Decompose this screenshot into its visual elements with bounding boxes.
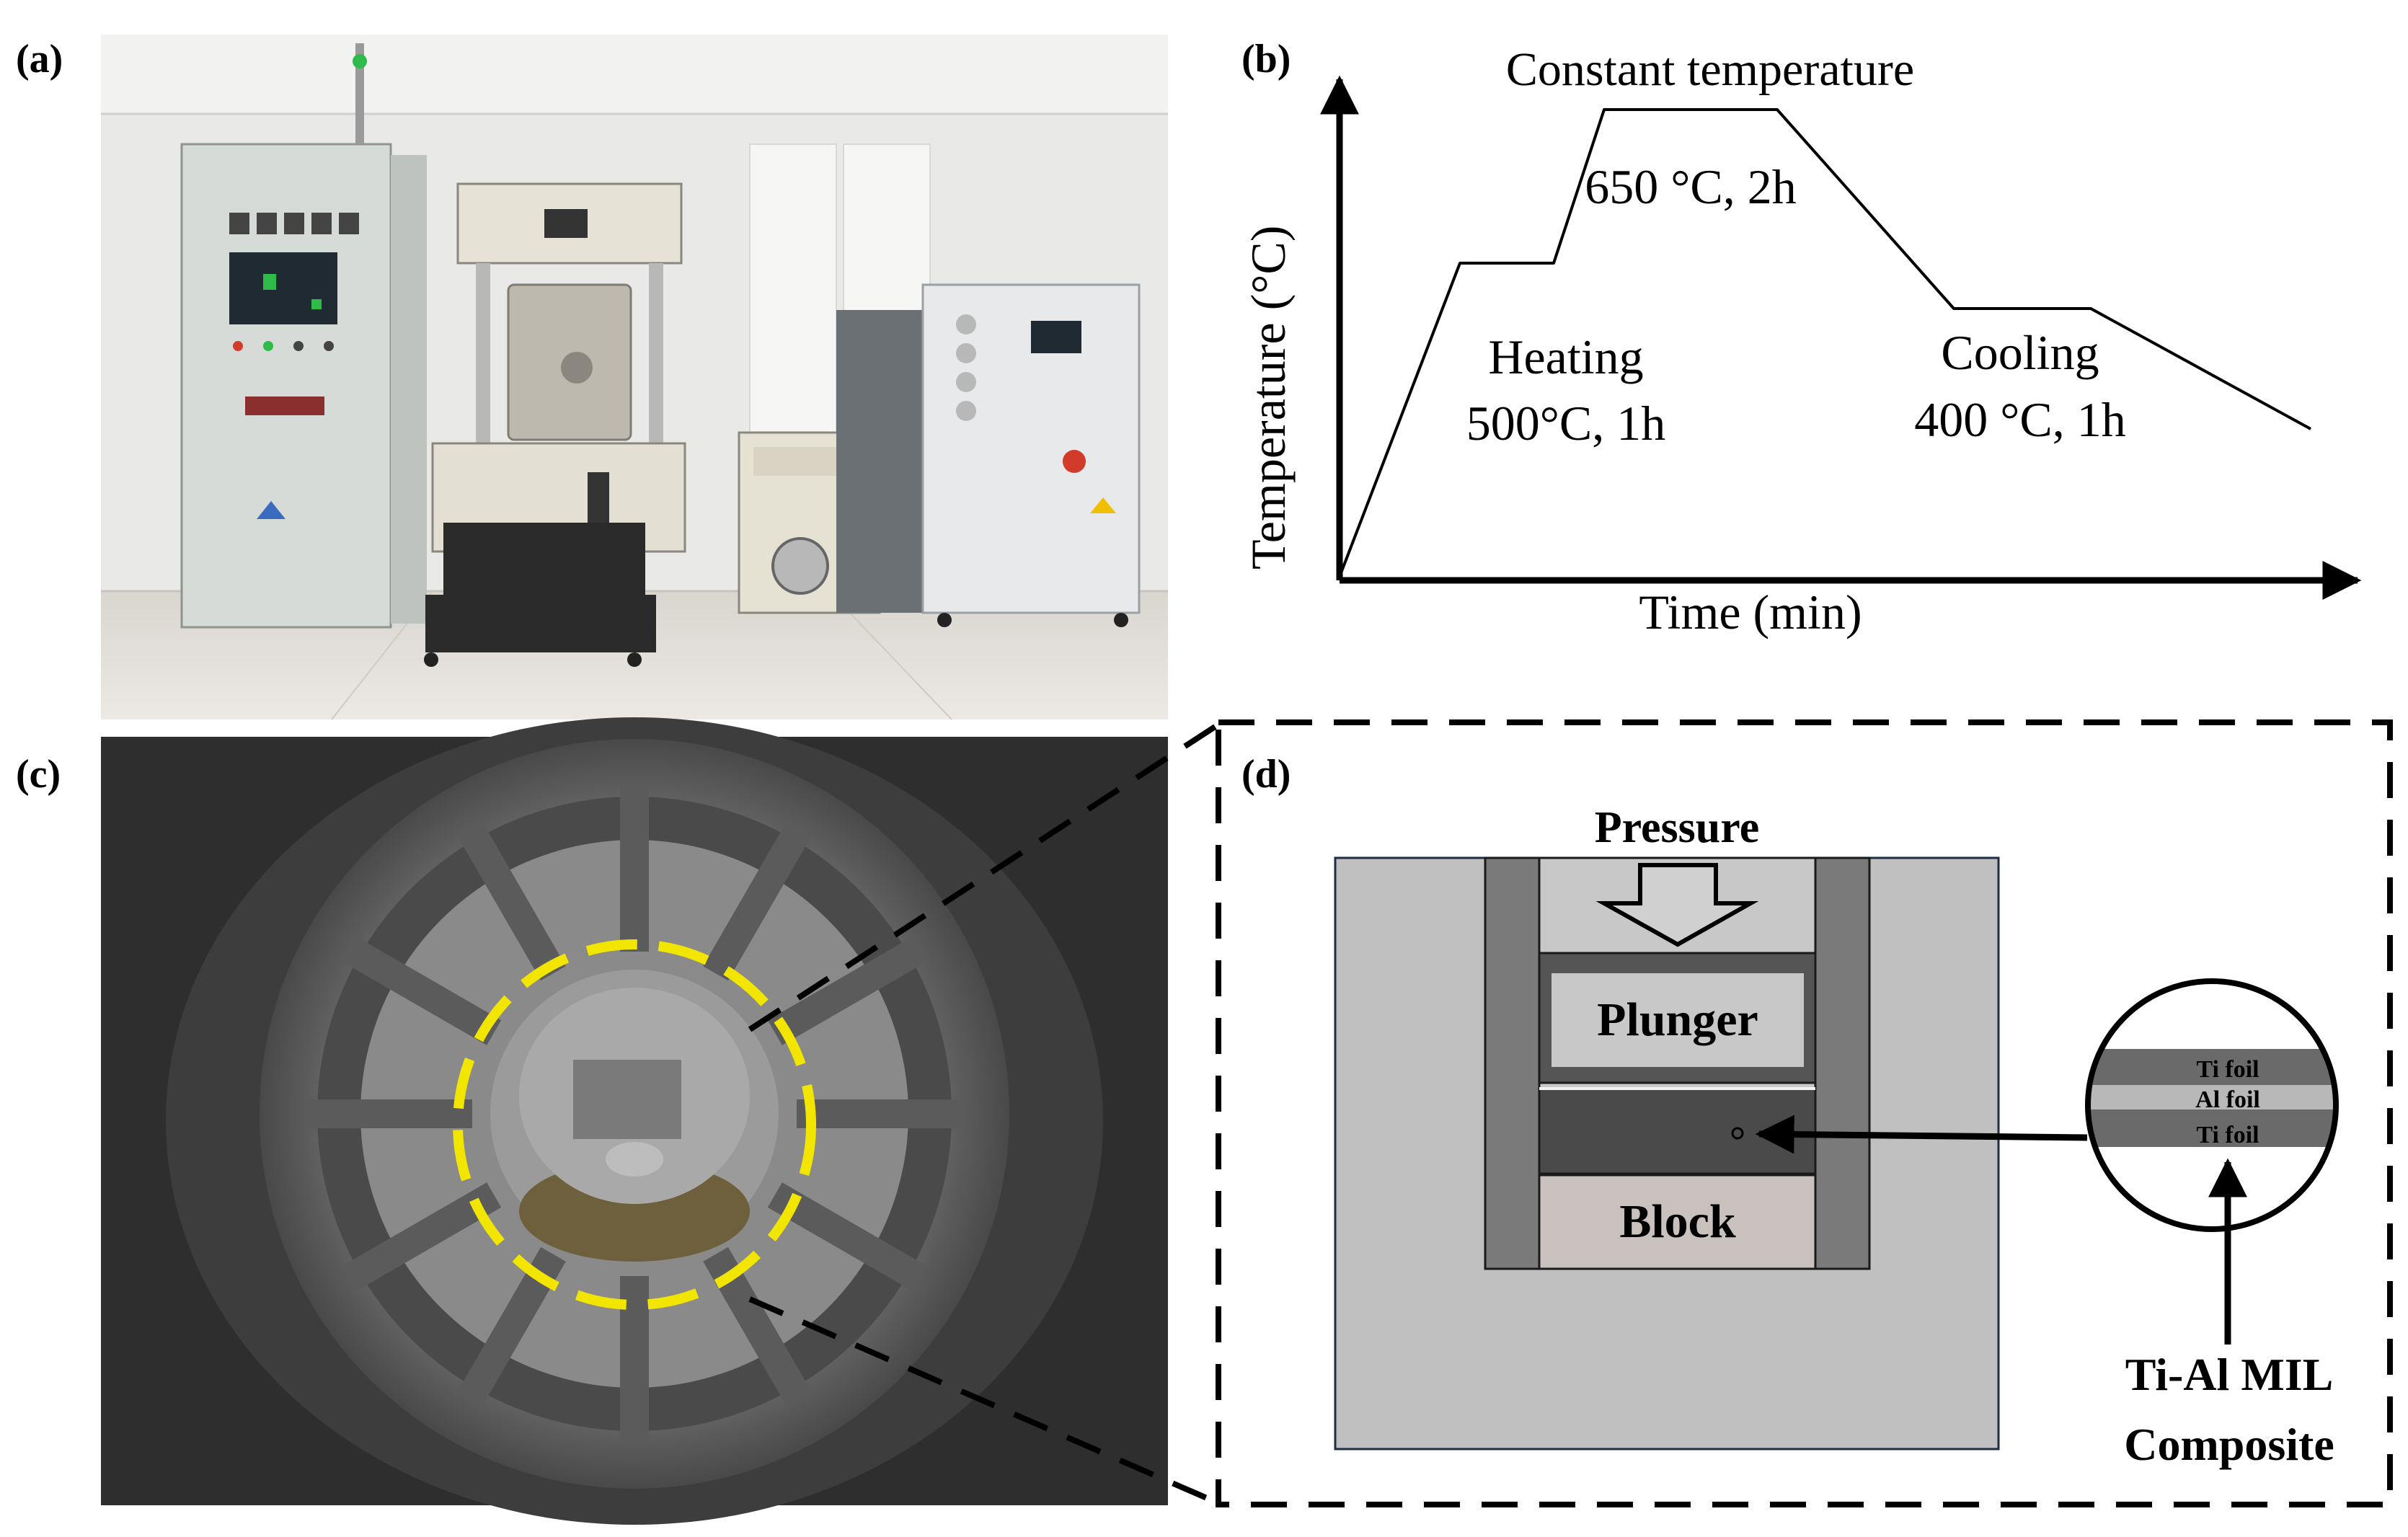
die-opening xyxy=(573,1060,681,1139)
stage-constant-name: Constant temperature xyxy=(1506,43,1914,96)
control-cabinet xyxy=(180,43,427,629)
al-foil-label: Al foil xyxy=(2195,1086,2260,1113)
composite-label-line1: Ti-Al MIL xyxy=(2125,1349,2334,1400)
block xyxy=(1538,1174,1817,1270)
panel-d-frame xyxy=(1216,719,2393,1507)
composite-label-line2: Composite xyxy=(2124,1419,2334,1470)
sample-pointer-arrow xyxy=(1755,1115,2088,1154)
ti-foil-bottom xyxy=(2088,1109,2336,1147)
panel-c: (c) xyxy=(16,717,1168,1525)
ti-foil-top xyxy=(2088,1049,2336,1085)
panel-b-label: (b) xyxy=(1241,37,1291,81)
ti-foil-bottom-label: Ti foil xyxy=(2196,1122,2259,1148)
block-label: Block xyxy=(1619,1195,1736,1248)
sample-point xyxy=(1731,1127,1744,1140)
stage-constant-detail: 650 °C, 2h xyxy=(1585,159,1797,214)
stage-cooling-name: Cooling xyxy=(1941,325,2099,380)
vacuum-hot-press-furnace xyxy=(424,182,686,667)
pressure-arrow xyxy=(1595,863,1759,947)
panel-d: (d) Pressure Plunger Block xyxy=(1216,719,2393,1507)
stage-heating-name: Heating xyxy=(1488,329,1643,384)
foil-layers-inset: Ti foil Al foil Ti foil xyxy=(2085,978,2339,1232)
panel-a-label: (a) xyxy=(16,37,63,81)
zoom-connector-bottom xyxy=(748,1296,1220,1506)
stage-cooling-detail: 400 °C, 1h xyxy=(1914,392,2126,447)
panel-b: (b) Temperature (°C) Time (min) Constant… xyxy=(1241,37,2362,639)
equipment-photo xyxy=(101,35,1168,720)
water-chiller xyxy=(836,283,1141,627)
y-axis-label: Temperature (°C) xyxy=(1241,226,1296,570)
temperature-profile-line xyxy=(1338,108,2311,577)
mold-wall-right xyxy=(1814,856,1871,1270)
panel-d-label: (d) xyxy=(1241,752,1291,797)
stage-heating-detail: 500°C, 1h xyxy=(1466,396,1666,451)
plunger-label: Plunger xyxy=(1597,993,1758,1046)
pressure-label: Pressure xyxy=(1595,803,1759,852)
al-foil xyxy=(2088,1085,2336,1109)
panel-c-label: (c) xyxy=(16,752,61,797)
x-axis-label: Time (min) xyxy=(1639,585,1862,639)
highlight-dashed-circle xyxy=(453,939,816,1310)
zoom-connector-top xyxy=(748,722,1221,1032)
panel-a: (a) xyxy=(16,35,1168,720)
mold-wall-left xyxy=(1484,856,1541,1270)
furnace-interior-photo xyxy=(101,717,1168,1525)
ti-foil-top-label: Ti foil xyxy=(2196,1056,2259,1083)
